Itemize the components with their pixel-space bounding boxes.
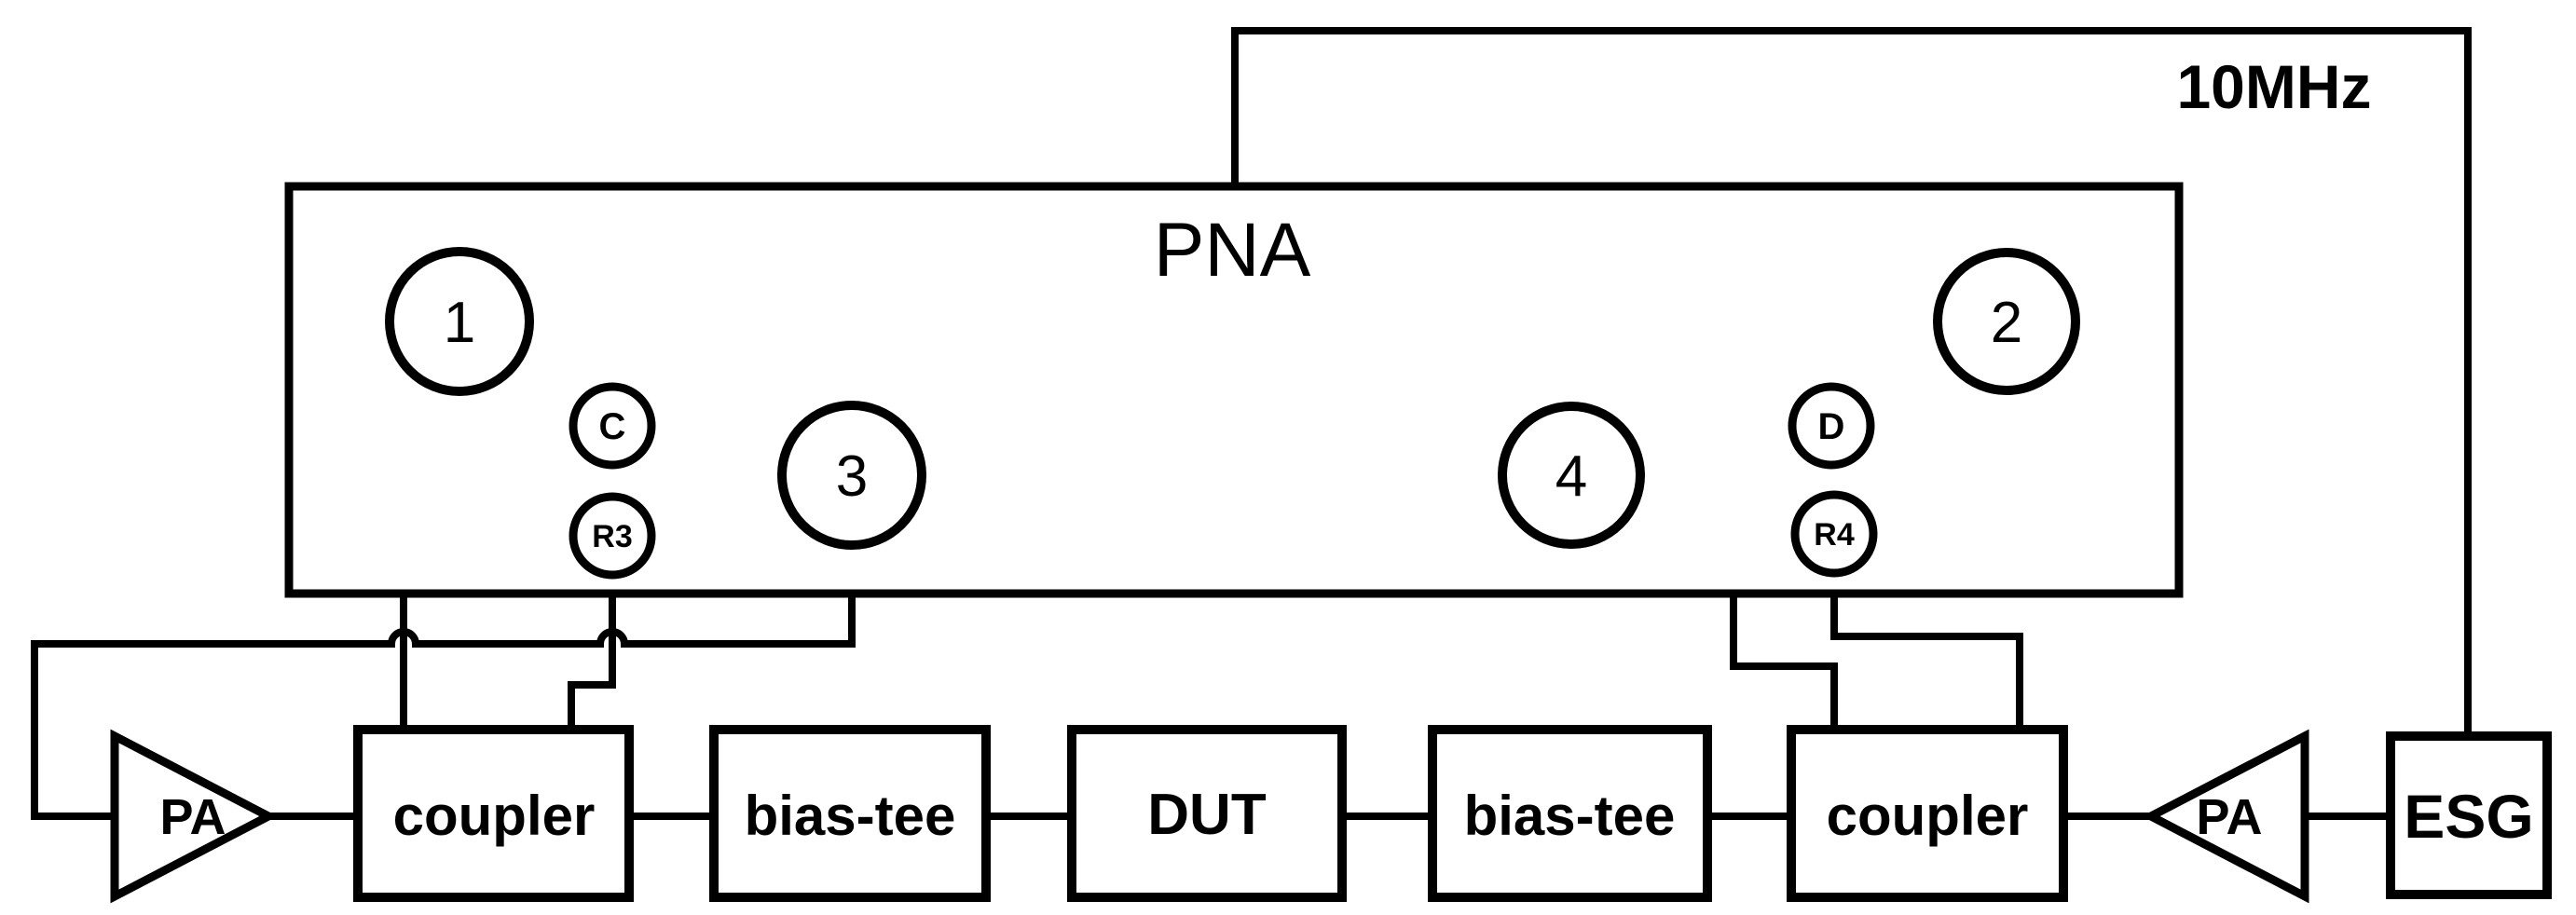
port-1-circle	[385, 247, 534, 396]
coupler-right-label: coupler	[1827, 785, 2029, 847]
port-2-label: 2	[1991, 291, 2022, 355]
coupler-left-label: coupler	[393, 785, 596, 847]
dut-box	[1067, 725, 1347, 902]
receiver-r4-wire	[1830, 569, 2023, 733]
receiver-r3-label: R3	[592, 519, 632, 554]
coupler-left-box	[353, 725, 634, 902]
esg-label: ESG	[2404, 782, 2533, 851]
pa-right-amplifier-triangle	[2142, 729, 2309, 904]
receiver-d-circle	[1788, 382, 1875, 470]
ref-10mhz-wire	[1231, 27, 2472, 740]
esg-box	[2386, 731, 2552, 899]
receiver-r3-circle	[569, 492, 656, 580]
receiver-c-circle	[569, 382, 656, 470]
bias-tee-right-label: bias-tee	[1464, 785, 1676, 847]
receiver-c-label: C	[599, 406, 626, 447]
receiver-r3-wire	[568, 571, 616, 733]
labels-group: PNA 10MHz 1 2 3 4 C R3 D R4 PA coupler b…	[159, 52, 2533, 851]
bias-tee-right-box	[1428, 725, 1712, 902]
port-3-label: 3	[836, 444, 868, 509]
pna-label: PNA	[1154, 208, 1311, 293]
port-3-circle	[777, 401, 926, 550]
receiver-r4-circle	[1790, 490, 1878, 578]
coupler-right-box	[1787, 725, 2068, 902]
ref-10mhz-label: 10MHz	[2176, 52, 2371, 121]
port-4-circle	[1498, 402, 1645, 549]
pa-left-label: PA	[159, 789, 226, 845]
port3-to-pa-input-wire	[31, 541, 856, 820]
port-1-label: 1	[444, 291, 475, 355]
receiver-d-label: D	[1818, 406, 1845, 447]
bias-tee-left-box	[709, 725, 991, 902]
port-4-label: 4	[1555, 444, 1587, 509]
pa-right-label: PA	[2196, 789, 2262, 845]
port-2-circle	[1933, 248, 2080, 395]
pa-left-amplifier-triangle	[110, 729, 278, 904]
bias-tee-left-label: bias-tee	[745, 785, 956, 847]
ports-group	[385, 247, 2080, 580]
dut-label: DUT	[1147, 783, 1267, 847]
receiver-r4-label: R4	[1814, 517, 1855, 553]
